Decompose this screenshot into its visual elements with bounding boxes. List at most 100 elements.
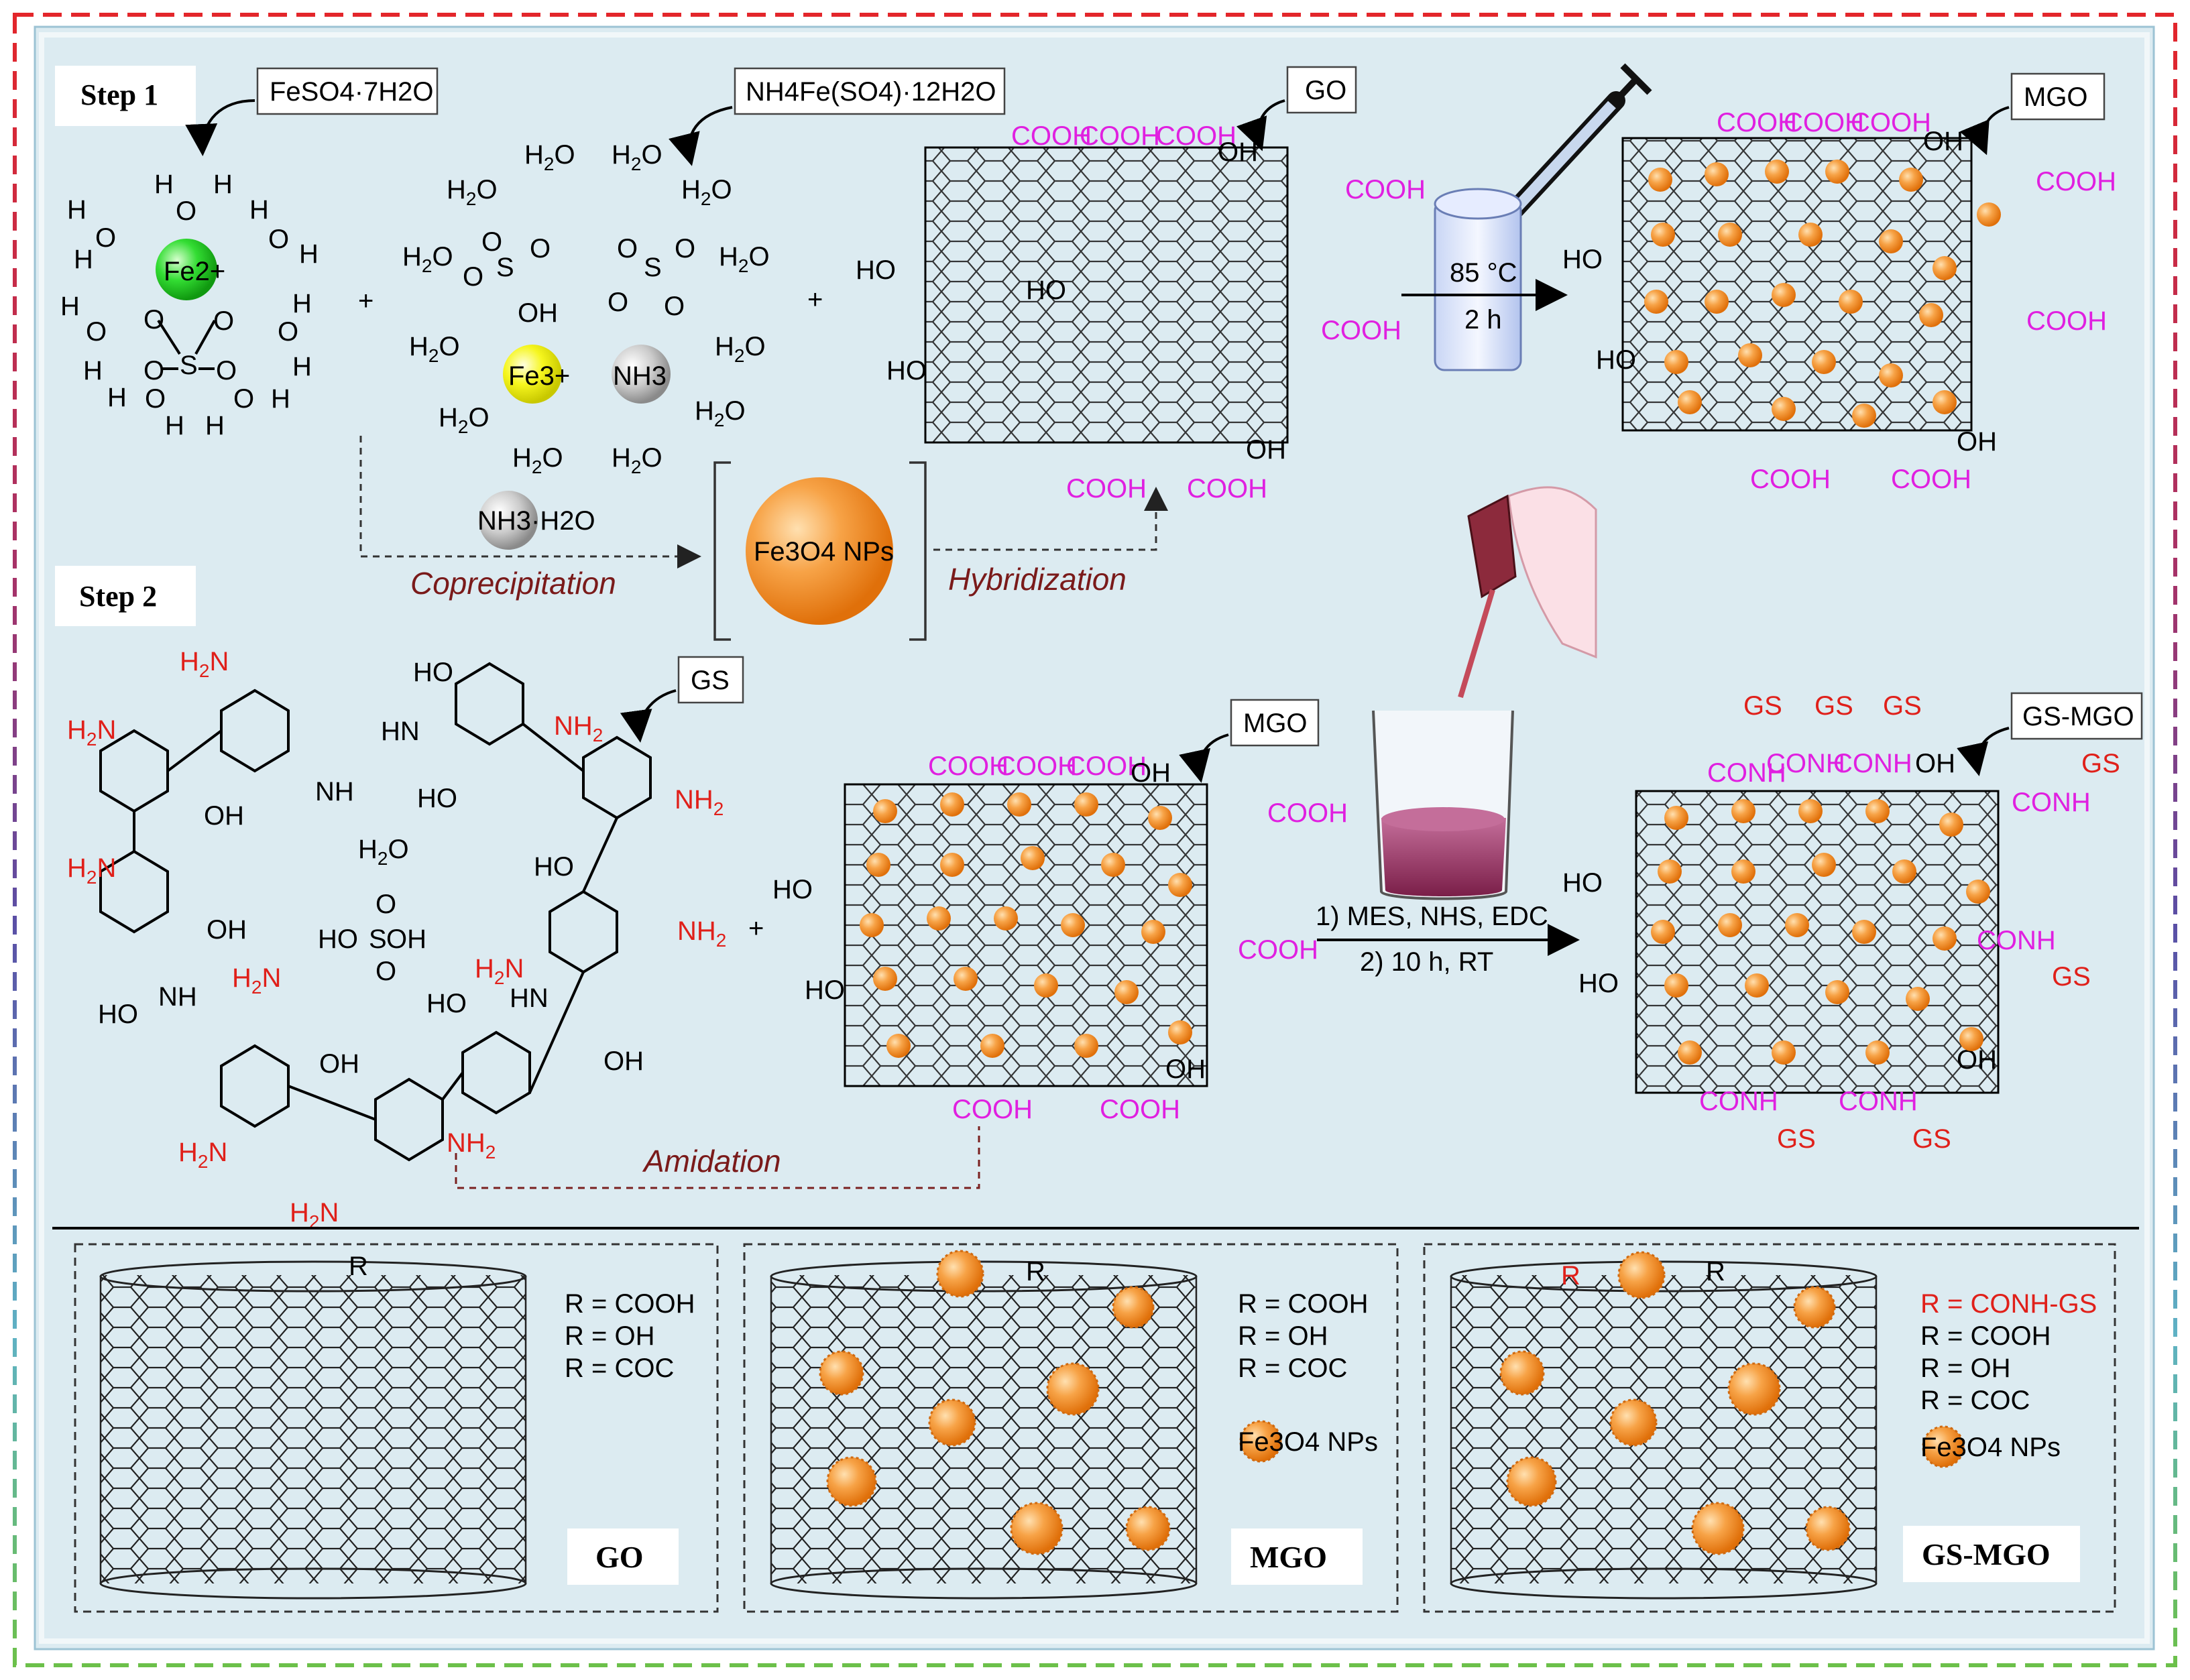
svg-text:HO: HO [1026,276,1066,305]
svg-text:HO: HO [856,255,896,285]
mgo-box-step2 [1230,699,1320,747]
beaker-icon [1372,710,1514,900]
plus-3: + [748,914,764,943]
step2-box [55,566,196,626]
svg-text:CONH: CONH [1833,749,1912,778]
gentamicin-structure: H2N H2N H2N NH2 NH2 NH2 H2N H2N H2N NH2 … [67,647,726,1232]
time-label: 2 h [1464,305,1502,335]
svg-text:H: H [154,170,174,199]
svg-text:H: H [205,411,225,440]
plus-1: + [358,286,373,316]
mgo-np-label: Fe3O4 NPs [1238,1427,1378,1457]
nanotube-mgo: R [770,1250,1198,1600]
gsmgo-r-line-1: R = CONH-GS [1920,1289,2097,1319]
svg-text:OH: OH [319,1049,359,1079]
amidation-label: Amidation [642,1144,781,1179]
svg-text:O: O [143,305,164,335]
svg-text:COOH: COOH [1321,316,1401,345]
svg-text:O: O [95,223,116,253]
go-name: GO [595,1540,644,1574]
svg-text:CONH: CONH [1977,926,2056,955]
svg-text:COOH: COOH [1717,108,1797,137]
svg-text:OH: OH [1923,127,1963,156]
fe3-label: Fe3+ [508,361,570,391]
svg-text:H: H [165,411,184,440]
svg-text:S: S [644,253,662,282]
svg-text:COOH: COOH [1851,108,1931,137]
svg-text:H: H [60,292,80,321]
condition-2-label: 2) 10 h, RT [1360,947,1493,977]
svg-text:COOH: COOH [1156,121,1236,151]
mgo-r-line-3: R = COC [1238,1354,1347,1383]
svg-text:O: O [664,292,685,321]
svg-text:H: H [292,289,312,318]
svg-text:H: H [292,352,312,381]
svg-text:H: H [83,356,103,385]
svg-text:CONH: CONH [1699,1087,1778,1116]
svg-text:O: O [608,288,628,317]
svg-text:GS: GS [1743,691,1782,721]
svg-text:H: H [213,170,233,199]
gsmgo-r-line-2: R = COOH [1920,1321,2051,1351]
svg-text:OH: OH [386,924,426,954]
reagent-a-label: FeSO4·7H2O [270,77,434,107]
mgo-r-line-1: R = COOH [1238,1289,1368,1319]
svg-text:H: H [271,384,290,414]
heated-cylinder-icon [1434,188,1522,371]
hybridization-arrow [933,487,1168,551]
svg-text:CONH: CONH [1707,758,1786,788]
svg-text:OH: OH [204,801,244,831]
svg-text:OH: OH [518,298,558,328]
gsmgo-box [2010,692,2143,740]
svg-text:O: O [145,384,166,414]
svg-text:OH: OH [207,915,247,945]
gsmgo-r-line-3: R = OH [1920,1354,2010,1383]
step1-title: Step 1 [80,78,158,111]
condition-1-label: 1) MES, NHS, EDC [1316,902,1548,931]
gsmgo-np-label: Fe3O4 NPs [1920,1433,2061,1462]
svg-text:O: O [268,225,289,254]
svg-text:HO: HO [98,1000,138,1029]
svg-text:O: O [216,356,237,385]
svg-text:COOH: COOH [1238,935,1318,965]
svg-text:H2N: H2N [67,715,116,749]
svg-text:O: O [617,234,638,263]
ammonia-water-molecule [479,491,538,550]
mgo-r-label: R [1026,1257,1045,1286]
svg-text:S: S [369,924,387,954]
svg-text:NH: NH [158,982,197,1012]
svg-text:COOH: COOH [928,752,1008,781]
svg-text:COOH: COOH [952,1095,1033,1124]
svg-text:O: O [278,317,298,347]
svg-text:O: O [233,384,254,414]
gsmgo-np-swatch [1922,1425,1965,1468]
svg-text:HO: HO [1562,245,1603,274]
svg-text:OH: OH [1218,137,1258,167]
gsmgo-name: GS-MGO [1922,1537,2051,1571]
pipette-hand-icon [1458,486,1597,699]
svg-text:COOH: COOH [996,752,1077,781]
plus-2: + [807,285,823,314]
svg-text:GS: GS [1814,691,1853,721]
svg-text:HO: HO [417,784,457,813]
svg-text:COOH: COOH [1891,465,1971,494]
svg-text:HO: HO [1596,345,1636,375]
svg-text:HO: HO [772,875,813,904]
gs-box [677,656,744,704]
step1-box [55,66,196,126]
svg-text:HN: HN [381,717,420,746]
svg-text:H2N: H2N [475,954,524,988]
svg-text:H: H [249,195,269,225]
svg-text:COOH: COOH [1267,798,1348,828]
gsmgo-box-label: GS-MGO [2022,702,2134,731]
go-box [1286,66,1357,114]
svg-text:H: H [67,195,87,225]
svg-text:H: H [74,245,93,274]
svg-text:COOH: COOH [1345,175,1426,204]
nh3-label: NH3 [613,361,667,391]
svg-text:COOH: COOH [1187,474,1267,503]
